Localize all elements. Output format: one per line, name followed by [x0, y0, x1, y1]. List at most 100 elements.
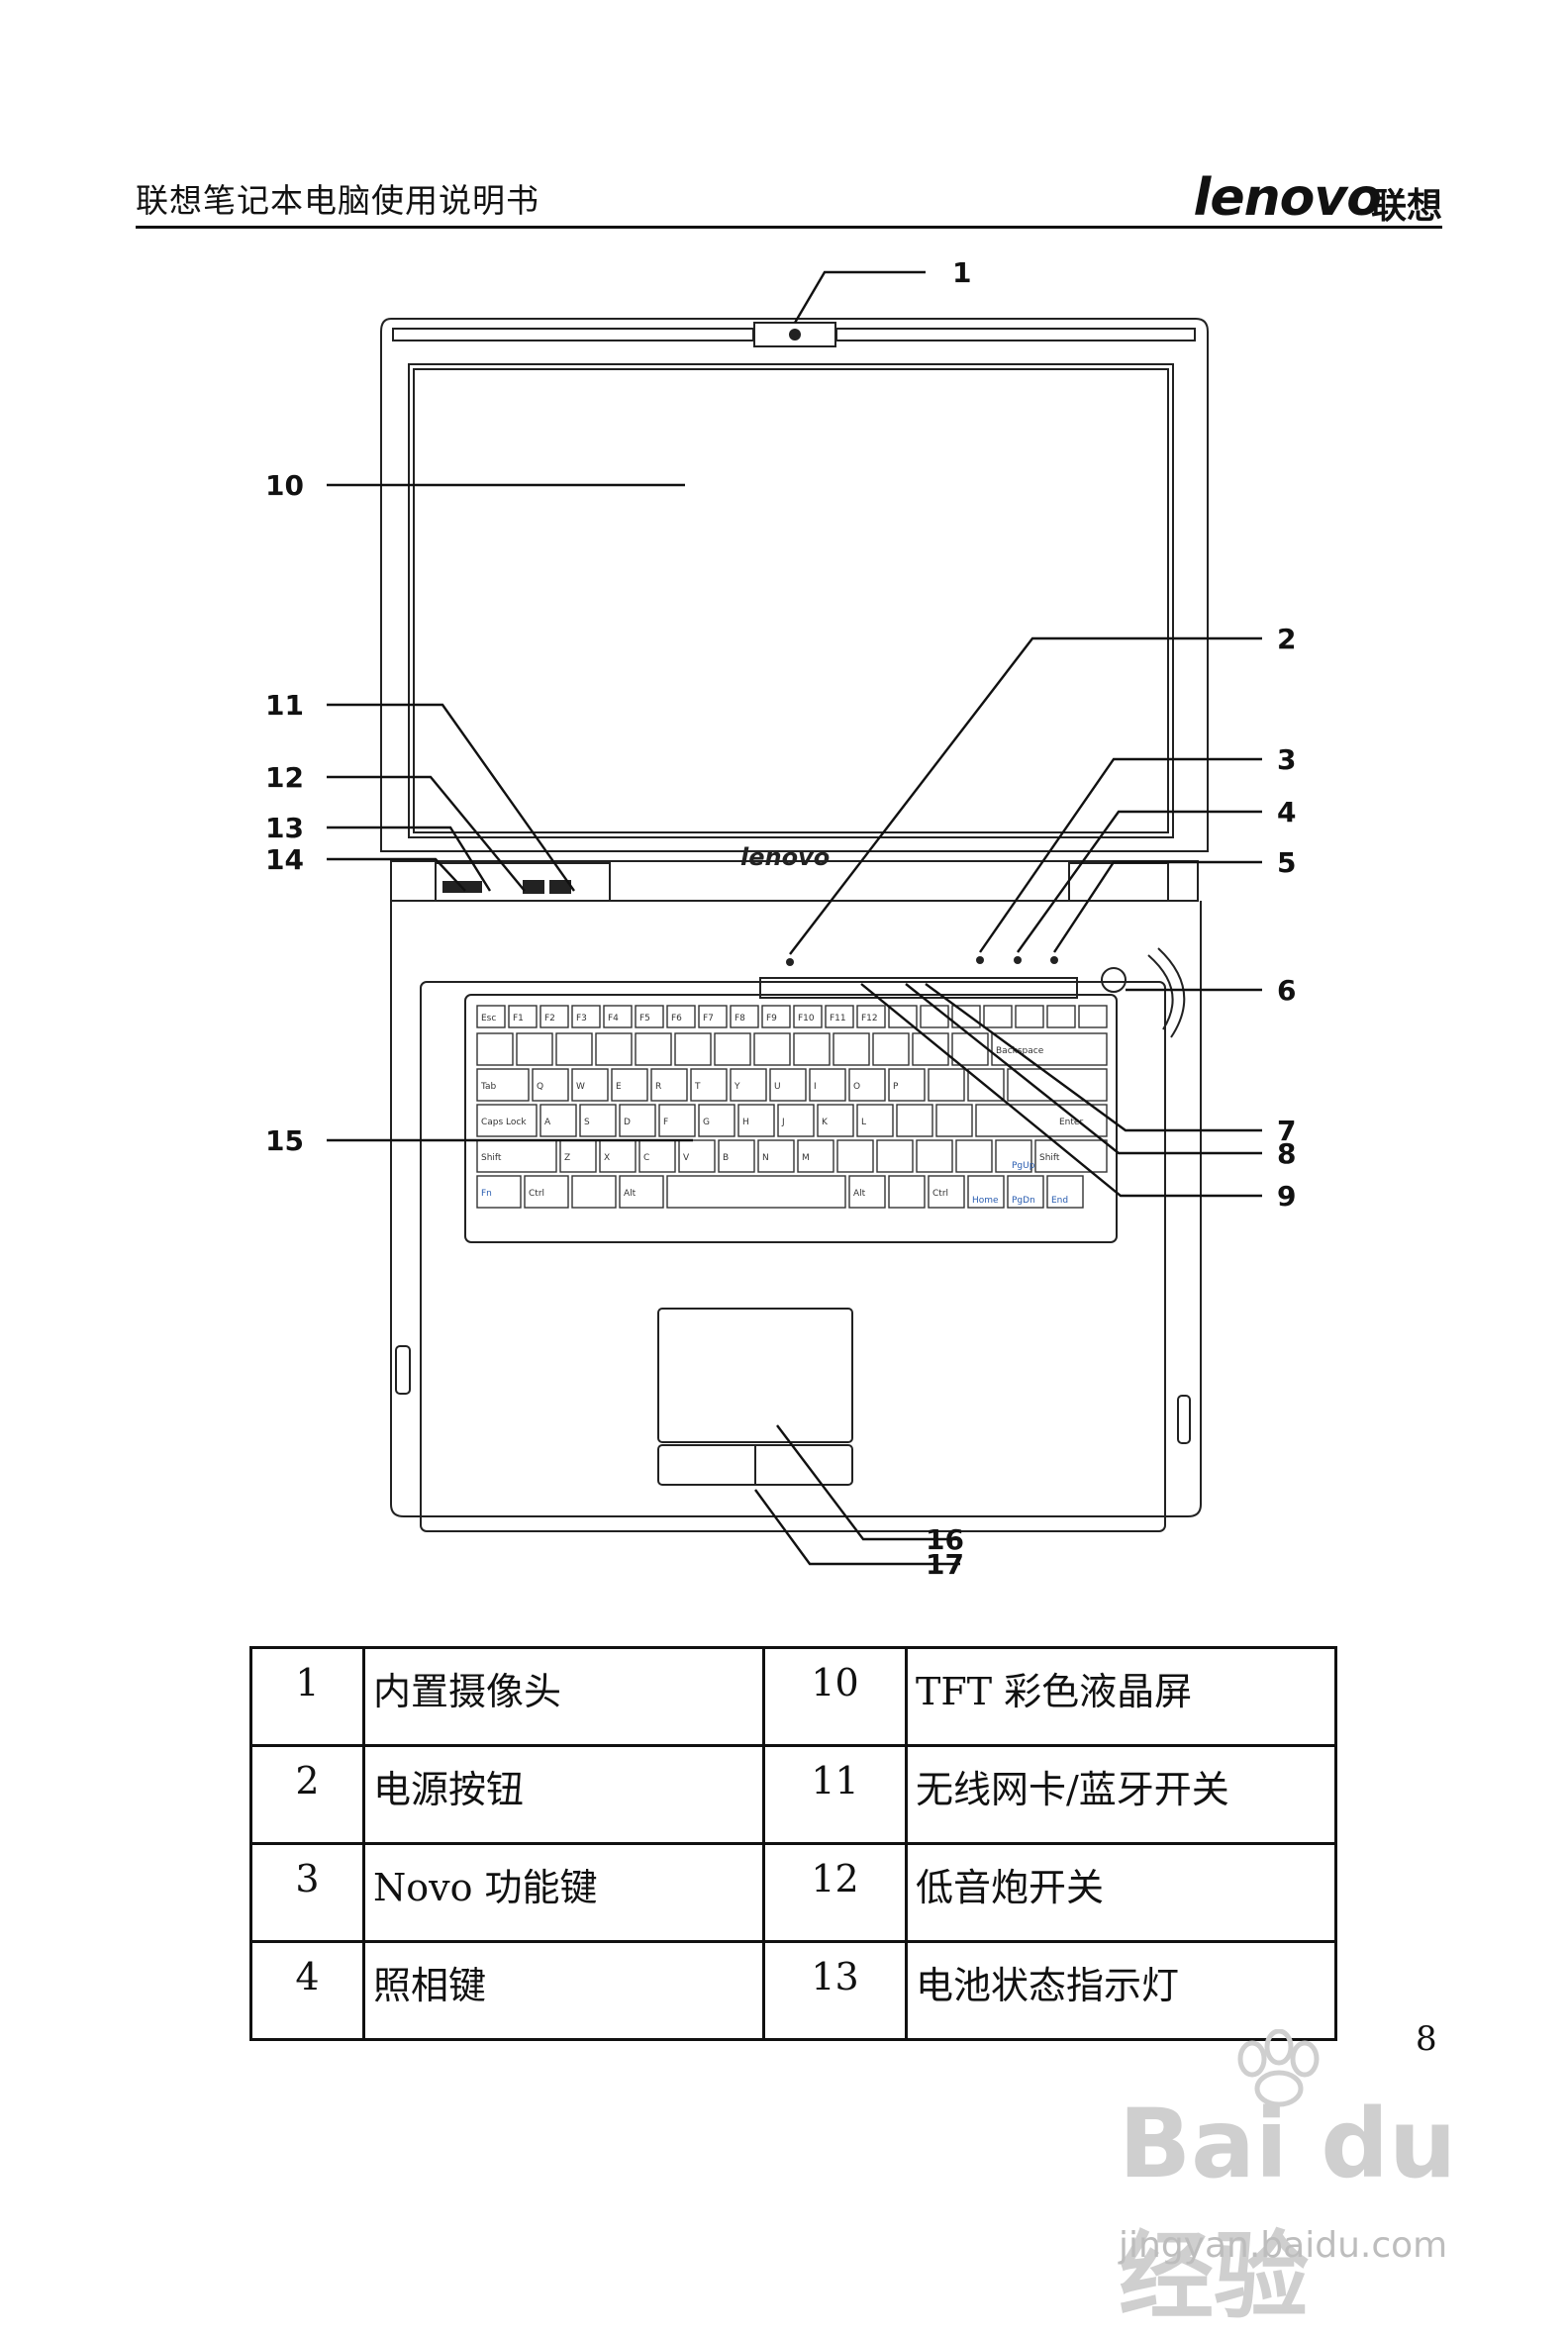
- key-h: H: [742, 1118, 749, 1127]
- key-backspace: Backspace: [996, 1046, 1044, 1056]
- key-n: N: [762, 1153, 769, 1163]
- key-shift-left: Shift: [481, 1153, 502, 1163]
- key-f11: F11: [830, 1014, 846, 1023]
- legend-label: 照相键: [362, 1940, 765, 2041]
- key-enter: Enter: [1059, 1118, 1083, 1127]
- callout-1: 1: [952, 256, 971, 289]
- key-k: K: [822, 1118, 829, 1127]
- page-number: 8: [1416, 2019, 1437, 2059]
- key-l: L: [861, 1118, 866, 1127]
- key-g: G: [703, 1118, 710, 1127]
- key-w: W: [576, 1082, 585, 1092]
- table-row: 4 照相键 13 电池状态指示灯: [249, 1940, 1337, 2041]
- lenovo-logo: lenovo: [1193, 168, 1382, 228]
- camera-button-icon: [1014, 956, 1022, 964]
- legend-number: 2: [249, 1744, 365, 1845]
- callout-3: 3: [1277, 743, 1296, 776]
- battery-indicator: [549, 880, 571, 894]
- key-q: Q: [537, 1082, 543, 1092]
- indicator-5-icon: [1050, 956, 1058, 964]
- key-fn: Fn: [481, 1189, 492, 1199]
- key-c: C: [643, 1153, 649, 1163]
- callout-16: 16: [926, 1523, 964, 1556]
- key-z: Z: [564, 1153, 570, 1163]
- page-header: 联想笔记本电脑使用说明书 lenovo 联想: [136, 168, 1442, 229]
- laptop-diagram: Esc F1 F2 F3 F4 F5 F6 F7 F8 F9 F10 F11 F…: [265, 256, 1296, 1581]
- key-pgup: PgUp: [1012, 1161, 1035, 1171]
- key-a: A: [544, 1118, 551, 1127]
- legend-label: 无线网卡/蓝牙开关: [905, 1744, 1337, 1845]
- callout-5: 5: [1277, 846, 1296, 879]
- callout-12: 12: [265, 761, 304, 794]
- watermark-url: jingyan.baidu.com: [1119, 2225, 1448, 2266]
- callout-6: 6: [1277, 974, 1296, 1007]
- key-f7: F7: [703, 1014, 714, 1023]
- legend-number: 4: [249, 1940, 365, 2041]
- legend-number: 11: [762, 1744, 908, 1845]
- key-o: O: [853, 1082, 860, 1092]
- key-f5: F5: [639, 1014, 650, 1023]
- legend-number: 12: [762, 1842, 908, 1943]
- key-home: Home: [972, 1196, 999, 1206]
- novo-button-icon: [976, 956, 984, 964]
- legend-label: Novo 功能键: [362, 1842, 765, 1943]
- callout-11: 11: [265, 689, 304, 722]
- paw-icon: [1237, 2029, 1320, 2107]
- key-s: S: [584, 1118, 590, 1127]
- legend-label: 电源按钮: [362, 1744, 765, 1845]
- legend-label: 内置摄像头: [362, 1646, 765, 1747]
- callout-7: 7: [1277, 1115, 1296, 1147]
- callout-17: 17: [926, 1548, 964, 1581]
- screen-lenovo-logo: lenovo: [740, 843, 830, 871]
- key-f9: F9: [766, 1014, 777, 1023]
- key-f6: F6: [671, 1014, 682, 1023]
- legend-label: TFT 彩色液晶屏: [905, 1646, 1337, 1747]
- key-u: U: [774, 1082, 781, 1092]
- table-row: 1 内置摄像头 10 TFT 彩色液晶屏: [249, 1646, 1337, 1747]
- key-d: D: [624, 1118, 631, 1127]
- key-alt-left: Alt: [624, 1189, 637, 1199]
- key-end: End: [1051, 1196, 1068, 1206]
- lenovo-logo-cn: 联想: [1370, 186, 1442, 227]
- key-f8: F8: [735, 1014, 745, 1023]
- document-title: 联想笔记本电脑使用说明书: [136, 181, 539, 220]
- callout-4: 4: [1277, 796, 1296, 828]
- legend-number: 10: [762, 1646, 908, 1747]
- watermark-main: Bai du 经验: [1119, 2089, 1457, 2332]
- callout-14: 14: [265, 843, 304, 876]
- key-b: B: [723, 1153, 729, 1163]
- legend-label: 低音炮开关: [905, 1842, 1337, 1943]
- key-esc: Esc: [481, 1014, 496, 1023]
- key-f: F: [663, 1118, 668, 1127]
- key-i: I: [814, 1082, 817, 1092]
- component-legend-table: 1 内置摄像头 10 TFT 彩色液晶屏 2 电源按钮 11 无线网卡/蓝牙开关…: [249, 1646, 1337, 2041]
- key-alt-right: Alt: [853, 1189, 866, 1199]
- legend-number: 1: [249, 1646, 365, 1747]
- key-t: T: [694, 1082, 701, 1092]
- key-ctrl-right: Ctrl: [932, 1189, 948, 1199]
- key-caps-lock: Caps Lock: [481, 1118, 527, 1127]
- legend-number: 13: [762, 1940, 908, 2041]
- callout-2: 2: [1277, 623, 1296, 655]
- callout-8: 8: [1277, 1137, 1296, 1170]
- key-e: E: [616, 1082, 622, 1092]
- legend-number: 3: [249, 1842, 365, 1943]
- key-f2: F2: [544, 1014, 555, 1023]
- key-p: P: [893, 1082, 899, 1092]
- key-pgdn: PgDn: [1012, 1196, 1035, 1206]
- table-row: 2 电源按钮 11 无线网卡/蓝牙开关: [249, 1744, 1337, 1845]
- keyboard-key-labels: Esc F1 F2 F3 F4 F5 F6 F7 F8 F9 F10 F11 F…: [480, 1014, 1083, 1206]
- key-j: J: [781, 1118, 785, 1127]
- key-y: Y: [734, 1082, 740, 1092]
- callout-13: 13: [265, 812, 304, 844]
- key-f10: F10: [798, 1014, 815, 1023]
- key-f12: F12: [861, 1014, 878, 1023]
- power-button-icon: [786, 958, 794, 966]
- callout-9: 9: [1277, 1180, 1296, 1213]
- key-r: R: [655, 1082, 661, 1092]
- key-tab: Tab: [480, 1082, 497, 1092]
- key-f3: F3: [576, 1014, 587, 1023]
- key-f1: F1: [513, 1014, 524, 1023]
- key-f4: F4: [608, 1014, 619, 1023]
- key-m: M: [802, 1153, 810, 1163]
